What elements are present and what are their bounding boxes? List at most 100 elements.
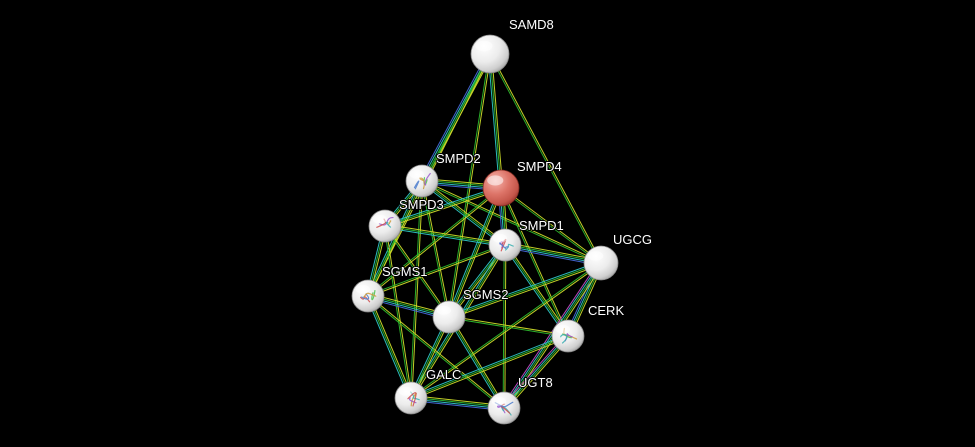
node-CERK[interactable]: CERK	[551, 302, 625, 353]
node-label-SGMS1: SGMS1	[382, 264, 428, 279]
protein-sphere[interactable]	[470, 34, 510, 74]
edge-SMPD4-SGMS1	[367, 186, 502, 298]
edge-line	[420, 53, 490, 181]
node-SGMS1[interactable]: SGMS1	[351, 263, 429, 313]
edge-SMPD1-CERK	[503, 243, 570, 338]
protein-sphere[interactable]	[394, 381, 428, 415]
edge-line	[488, 54, 601, 264]
edge-line	[491, 53, 504, 188]
edge-CERK-GALC	[410, 333, 569, 401]
edge-layer	[365, 52, 604, 412]
node-label-SMPD3: SMPD3	[399, 197, 444, 212]
sphere-gloss	[398, 386, 414, 396]
structure-thumbnail-stroke	[408, 397, 417, 404]
edge-line	[499, 188, 568, 337]
edge-line	[505, 243, 570, 336]
protein-sphere[interactable]	[432, 300, 466, 334]
edge-SMPD2-SMPD1	[420, 179, 507, 247]
edge-line	[447, 317, 503, 410]
structure-thumbnail-stroke	[410, 391, 420, 401]
edge-line	[368, 188, 502, 298]
structure-thumbnail-stroke	[387, 220, 392, 225]
edge-SMPD3-SMPD1	[384, 223, 506, 248]
protein-sphere[interactable]	[583, 245, 619, 281]
structure-thumbnail-stroke	[361, 293, 370, 300]
node-SGMS2[interactable]: SGMS2	[432, 286, 510, 334]
node-label-UGT8: UGT8	[518, 375, 553, 390]
structure-thumbnail-stroke	[413, 180, 420, 190]
protein-sphere[interactable]	[482, 169, 520, 207]
edge-line	[448, 187, 502, 318]
edge-line	[448, 262, 602, 318]
protein-sphere[interactable]	[368, 209, 402, 243]
edge-SGMS2-CERK	[448, 315, 569, 338]
edge-SMPD4-CERK	[499, 187, 570, 337]
protein-sphere[interactable]	[405, 164, 439, 198]
structure-thumbnail-stroke	[504, 243, 514, 251]
edge-line	[411, 263, 602, 400]
node-SAMD8[interactable]: SAMD8	[470, 16, 555, 74]
edge-line	[411, 181, 424, 399]
edge-line	[367, 186, 501, 296]
edge-line	[448, 316, 505, 409]
edge-line	[490, 53, 603, 263]
edge-line	[448, 317, 568, 338]
edge-line	[411, 337, 569, 401]
node-UGCG[interactable]: UGCG	[583, 231, 653, 281]
edge-SMPD3-SGMS2	[383, 225, 451, 318]
sphere-gloss	[492, 233, 508, 243]
edge-line	[368, 245, 506, 298]
edge-line	[421, 180, 506, 246]
edge-line	[368, 294, 505, 408]
node-UGT8[interactable]: UGT8	[487, 374, 554, 425]
node-SMPD4[interactable]: SMPD4	[482, 158, 563, 207]
node-GALC[interactable]: GALC	[394, 366, 462, 415]
node-label-SMPD2: SMPD2	[436, 151, 481, 166]
edge-line	[421, 181, 601, 265]
sphere-gloss	[491, 396, 507, 406]
edge-line	[410, 261, 601, 398]
structure-thumbnail-stroke	[363, 292, 377, 298]
sphere-gloss	[587, 251, 604, 261]
edge-line	[448, 260, 601, 316]
edge-SMPD4-SGMS2	[446, 187, 504, 318]
sphere-gloss	[487, 175, 504, 186]
structure-thumbnail-stroke	[498, 242, 510, 250]
edge-line	[367, 243, 505, 296]
edge-line	[446, 187, 500, 317]
edge-SMPD1-SGMS1	[367, 243, 506, 298]
protein-sphere[interactable]	[488, 228, 522, 262]
edge-line	[384, 227, 505, 248]
edge-line	[489, 53, 502, 189]
edge-line	[384, 225, 506, 246]
edge-line	[503, 245, 568, 338]
edge-SMPD4-UGCG	[500, 186, 602, 265]
edge-line	[410, 333, 568, 397]
edge-SMPD2-SGMS2	[420, 180, 451, 318]
edge-line	[422, 180, 451, 317]
edge-line	[409, 180, 422, 398]
edge-SMPD2-UGCG	[421, 179, 602, 265]
node-label-UGCG: UGCG	[613, 232, 652, 247]
edge-SMPD2-GALC	[409, 180, 424, 399]
edge-line	[369, 295, 414, 398]
edge-line	[419, 52, 489, 181]
node-SMPD1[interactable]: SMPD1	[488, 217, 565, 262]
edge-SMPD4-SMPD3	[384, 185, 502, 229]
edge-SAMD8-SMPD4	[487, 53, 504, 189]
edge-line	[449, 315, 569, 336]
node-SMPD2[interactable]: SMPD2	[405, 150, 482, 198]
edge-UGCG-SGMS2	[448, 260, 602, 320]
edge-line	[410, 335, 569, 399]
edge-line	[420, 181, 505, 247]
edge-line	[449, 54, 492, 318]
edge-line	[449, 264, 602, 320]
edge-line	[367, 295, 412, 399]
edge-line	[450, 315, 506, 408]
edge-line	[422, 179, 602, 263]
edge-line	[385, 225, 451, 317]
node-SMPD3[interactable]: SMPD3	[368, 196, 445, 243]
sphere-gloss	[409, 169, 425, 179]
